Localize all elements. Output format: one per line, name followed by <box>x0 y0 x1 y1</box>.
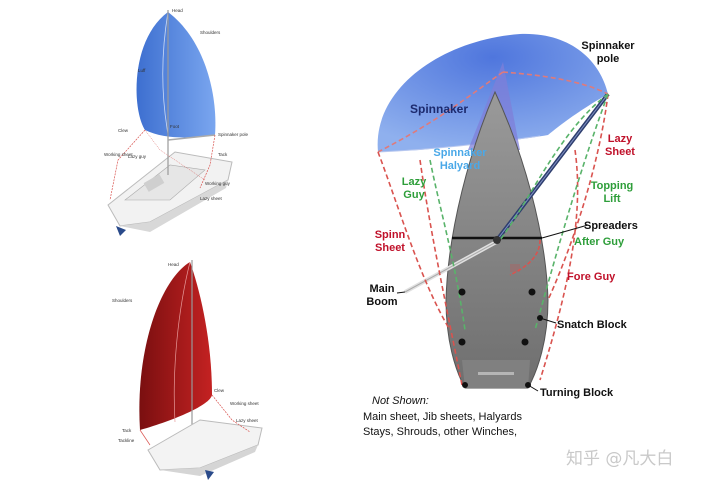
top-label-clew: Clew <box>118 128 129 133</box>
bottom-sheet-line <box>211 394 251 433</box>
bottom-label-clew: Clew <box>214 388 225 393</box>
bottom-keel <box>205 470 214 480</box>
top-label-luff: Luff <box>138 68 146 73</box>
label-lazy-sheet-2: Sheet <box>605 146 635 158</box>
lazy-sheet-line <box>547 93 609 301</box>
bottom-left-boat-illustration: Head Shoulders Clew Working sheet Lazy s… <box>112 260 263 480</box>
top-pole <box>167 134 216 141</box>
boom-leader <box>396 291 406 294</box>
bottom-label-working-sheet: Working sheet <box>230 401 259 406</box>
label-not-shown: Not Shown: <box>372 395 429 407</box>
top-hull-side <box>120 180 228 232</box>
winch-left <box>458 338 466 346</box>
label-lazy-guy-1: Lazy <box>402 176 427 188</box>
label-turning-block: Turning Block <box>540 387 614 399</box>
snatch-block-left <box>458 288 466 296</box>
mast-base <box>493 236 501 244</box>
halyard-line-red-right <box>502 71 609 95</box>
label-fore-guy: Fore Guy <box>567 271 616 283</box>
label-main-boom-2: Boom <box>366 296 397 308</box>
bottom-tack-line <box>139 429 151 446</box>
top-label-tack: Tack <box>218 152 228 157</box>
bottom-spinnaker-sail <box>139 262 212 430</box>
bottom-label-head: Head <box>168 262 179 267</box>
hull-cabin-mark <box>510 264 520 272</box>
main-spinnaker-diagram: Spinnaker Spinnaker pole Spinnaker Halya… <box>363 33 638 438</box>
bottom-label-lazy-sheet: Lazy sheet <box>236 418 259 423</box>
snatch-leader <box>539 317 557 324</box>
top-sheet-line <box>109 129 146 201</box>
top-label-pole: Spinnaker pole <box>218 132 249 137</box>
spinn-sheet-outer <box>419 159 463 386</box>
top-label-working-sheet: Working sheet <box>104 152 133 157</box>
lazy-sheet-outer <box>539 149 579 381</box>
top-label-head: Head <box>172 8 183 13</box>
top-label-working-guy: Working guy <box>205 181 231 186</box>
top-lazy-line <box>144 129 206 181</box>
hull-transom-bar <box>478 372 514 375</box>
label-topping-lift-1: Topping <box>591 180 634 192</box>
winch-right <box>521 338 529 346</box>
topping-lift-line <box>499 93 609 241</box>
watermark-text: 知乎 @凡大白 <box>566 449 673 469</box>
bottom-label-tack: Tack <box>122 428 132 433</box>
bottom-sail-seam <box>173 261 191 423</box>
top-label-shoulders: Shoulders <box>200 30 221 35</box>
label-not-shown-line1: Main sheet, Jib sheets, Halyards <box>363 411 522 423</box>
fore-guy-line <box>509 239 541 276</box>
snatch-block-right <box>528 288 536 296</box>
label-spinnaker-halyard-2: Halyard <box>440 160 480 172</box>
spinn-sheet-line <box>377 151 451 331</box>
spreaders-leader <box>541 224 589 239</box>
bottom-hull <box>147 419 263 471</box>
top-label-lazy-guy: Lazy guy <box>128 154 147 159</box>
top-keel <box>116 226 126 236</box>
top-label-foot: Foot <box>170 124 180 129</box>
label-spinnaker-pole-1: Spinnaker <box>581 40 635 52</box>
label-main-boom-1: Main <box>369 283 394 295</box>
label-topping-lift-2: Lift <box>603 193 620 205</box>
label-spinn-sheet-1: Spinn <box>375 229 406 241</box>
top-sail-seam <box>162 11 169 135</box>
bottom-hull-side <box>160 445 258 476</box>
label-lazy-sheet-1: Lazy <box>608 133 633 145</box>
label-not-shown-line2: Stays, Shrouds, other Winches, <box>363 426 517 438</box>
label-snatch-block: Snatch Block <box>557 319 628 331</box>
lazy-guy-line <box>429 159 466 331</box>
top-spinnaker-sail <box>136 12 216 138</box>
label-spreaders: Spreaders <box>584 220 638 232</box>
main-boom-edge <box>404 239 501 293</box>
label-after-guy: After Guy <box>574 236 625 248</box>
top-guy-line <box>199 134 216 189</box>
bottom-label-tackline: Tackline <box>118 438 135 443</box>
top-label-lazy-sheet: Lazy sheet <box>200 196 223 201</box>
turning-leader <box>527 384 539 392</box>
bottom-label-shoulders: Shoulders <box>112 298 133 303</box>
label-spinnaker: Spinnaker <box>410 102 468 116</box>
turning-block-left <box>462 382 468 388</box>
after-guy-line <box>534 93 609 331</box>
label-lazy-guy-2: Guy <box>403 189 425 201</box>
label-spinnaker-pole-2: pole <box>597 53 620 65</box>
top-left-boat-illustration: Head Shoulders Luff Clew Spinnaker pole … <box>104 8 249 236</box>
label-spinn-sheet-2: Sheet <box>375 242 405 254</box>
top-hatch <box>143 174 165 192</box>
label-spinnaker-halyard-1: Spinnaker <box>433 147 487 159</box>
